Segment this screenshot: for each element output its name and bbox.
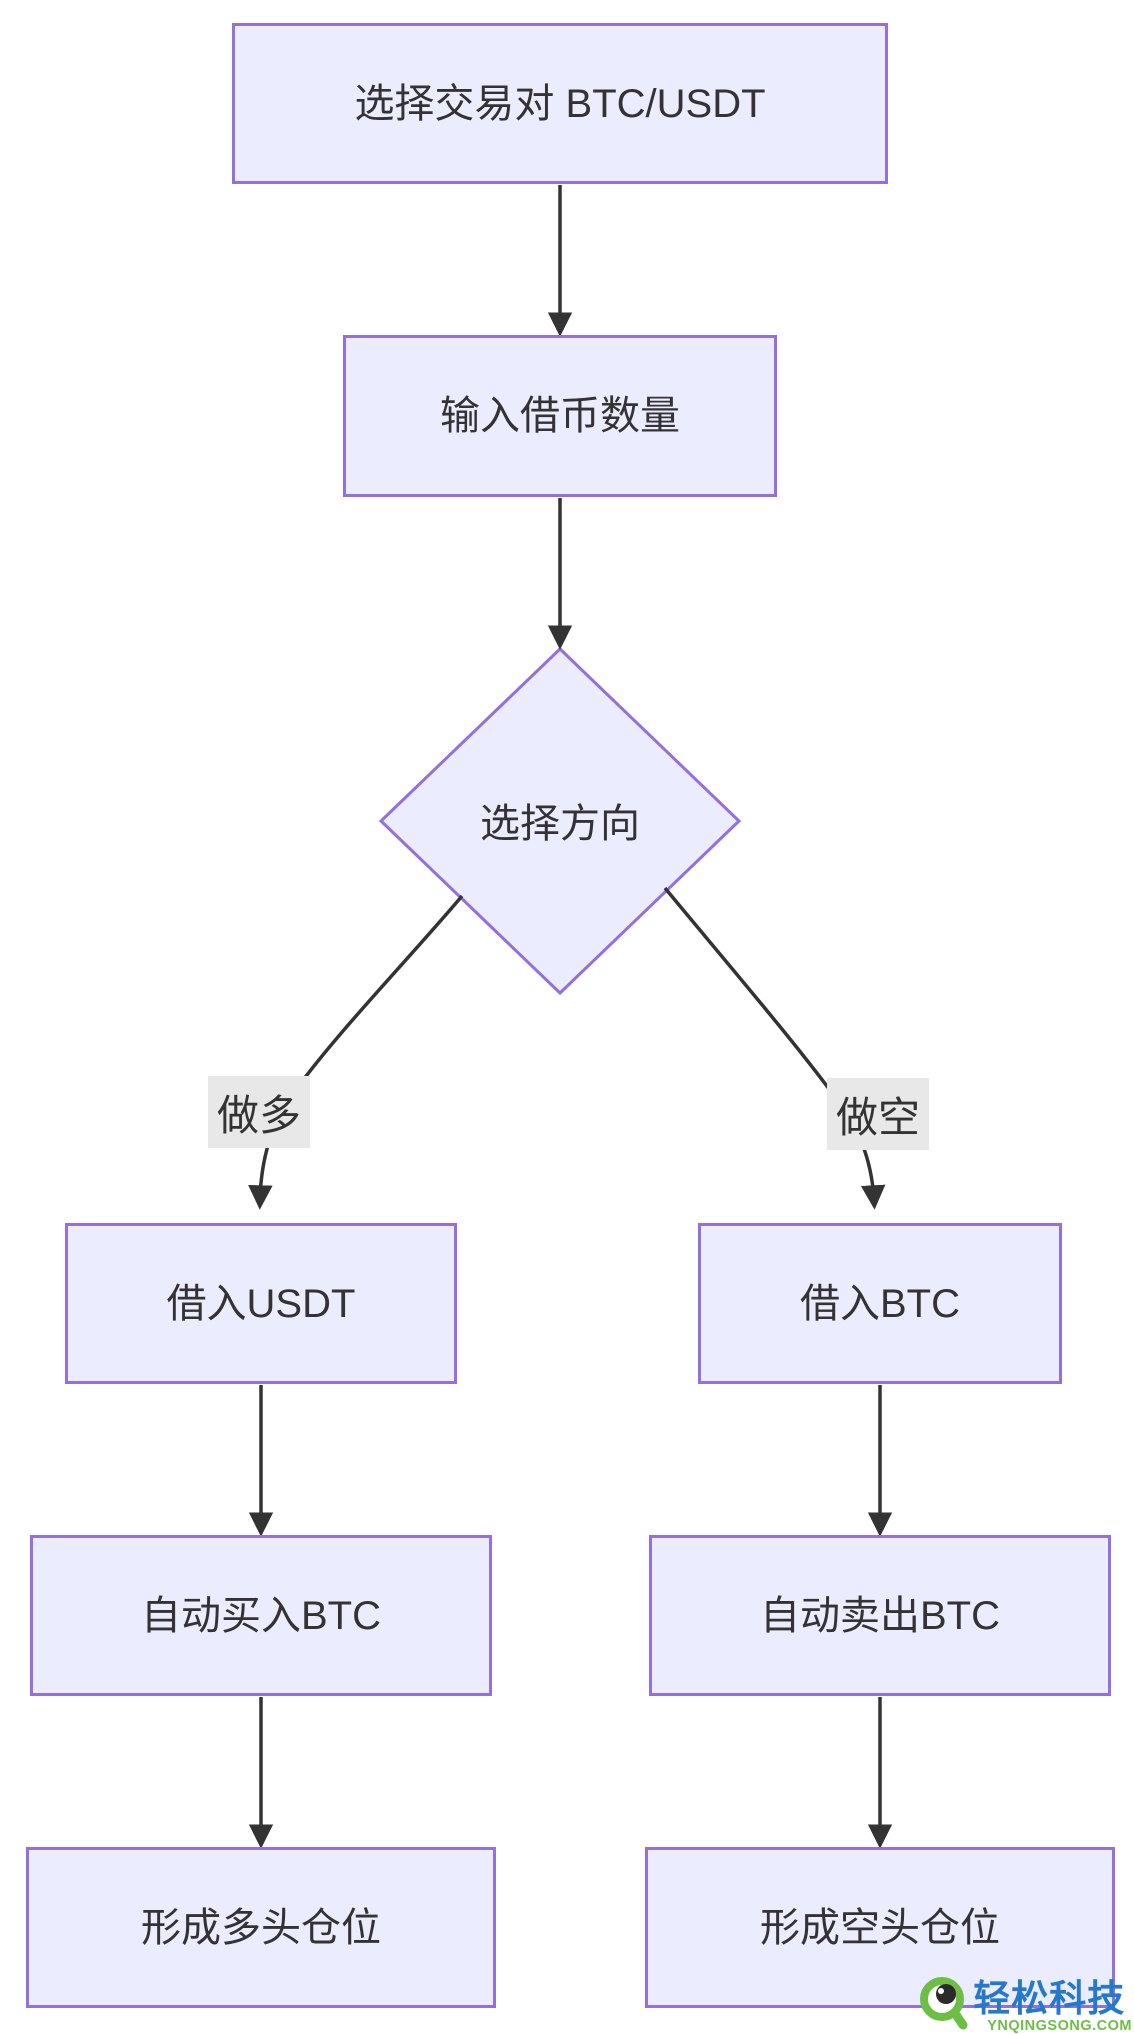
node-select-pair-label: 选择交易对 BTC/USDT [354,81,766,126]
node-borrow-btc-label: 借入BTC [800,1281,960,1326]
edge-label-short-text: 做空 [835,1093,920,1141]
edge-choose-direction-to-borrow-usdt [248,894,464,1210]
edge-choose-direction-to-borrow-btc [663,886,886,1210]
node-auto-sell-btc: 自动卖出BTC [649,1535,1111,1696]
node-choose-direction-shape [378,646,742,996]
choose-direction-text: 选择方向 [480,802,640,846]
node-long-position-label: 形成多头仓位 [141,1905,381,1950]
node-auto-buy-btc: 自动买入BTC [30,1535,492,1696]
node-borrow-usdt: 借入USDT [65,1223,457,1384]
node-enter-amount-label: 输入借币数量 [440,394,680,438]
node-auto-sell-btc-label: 自动卖出BTC [760,1593,1000,1638]
node-borrow-usdt-label: 借入USDT [166,1281,356,1326]
node-long-position: 形成多头仓位 [26,1847,496,2008]
node-select-pair: 选择交易对 BTC/USDT [232,23,888,184]
node-choose-direction-label: 选择方向 [440,788,680,852]
node-enter-amount: 输入借币数量 [343,335,777,497]
edge-label-long-text: 做多 [216,1091,301,1139]
node-short-position-label: 形成空头仓位 [760,1905,1000,1950]
node-short-position: 形成空头仓位 [645,1847,1115,2008]
edge-label-long: 做多 [208,1076,310,1148]
watermark-brand: 轻松科技 [973,1978,1126,2019]
watermark-texts: 轻松科技 YNQINGSONG.COM [973,1946,1132,2034]
node-auto-buy-btc-label: 自动买入BTC [141,1593,381,1638]
watermark-site: YNQINGSONG.COM [987,2018,1132,2034]
watermark: 轻松科技 YNQINGSONG.COM [917,1946,1132,2034]
eye-magnifier-icon [920,1977,968,2030]
edge-label-short: 做空 [827,1078,929,1150]
node-borrow-btc: 借入BTC [698,1223,1062,1384]
